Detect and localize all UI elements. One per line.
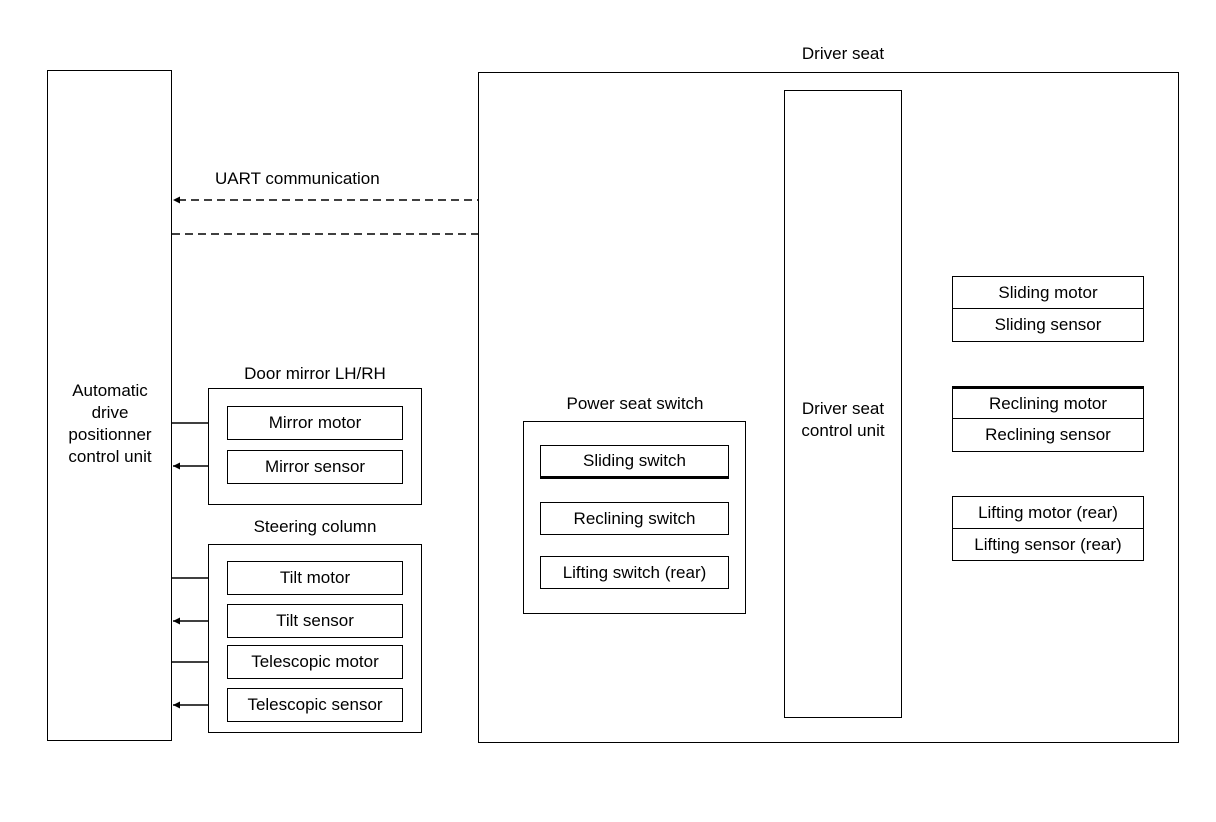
adp-control-unit — [47, 70, 172, 741]
sliding-motor-box: Sliding motor — [952, 276, 1144, 310]
reclining-sensor-box: Reclining sensor — [952, 418, 1144, 452]
lifting-sensor-box: Lifting sensor (rear) — [952, 528, 1144, 561]
uart-label: UART communication — [215, 169, 380, 188]
telescopic-sensor-box: Telescopic sensor — [227, 688, 403, 722]
mirror-motor-box: Mirror motor — [227, 406, 403, 440]
telescopic-motor-box: Telescopic motor — [227, 645, 403, 679]
power-seat-switch-title: Power seat switch — [566, 394, 704, 413]
driver-seat-control-unit-label: Driver seat control unit — [801, 399, 885, 440]
adp-control-unit-label: Automatic drive positionner control unit — [68, 381, 152, 466]
door-mirror-title: Door mirror LH/RH — [244, 364, 386, 383]
mirror-sensor-box: Mirror sensor — [227, 450, 403, 484]
reclining-motor-box: Reclining motor — [952, 386, 1144, 420]
lifting-motor-box: Lifting motor (rear) — [952, 496, 1144, 530]
reclining-switch-box: Reclining switch — [540, 502, 729, 535]
driver-seat-title: Driver seat — [801, 44, 885, 63]
tilt-sensor-box: Tilt sensor — [227, 604, 403, 638]
steering-column-title: Steering column — [253, 517, 377, 536]
sliding-sensor-box: Sliding sensor — [952, 308, 1144, 342]
sliding-switch-box: Sliding switch — [540, 445, 729, 479]
tilt-motor-box: Tilt motor — [227, 561, 403, 595]
lifting-switch-box: Lifting switch (rear) — [540, 556, 729, 589]
driver-seat-control-unit — [784, 90, 902, 718]
